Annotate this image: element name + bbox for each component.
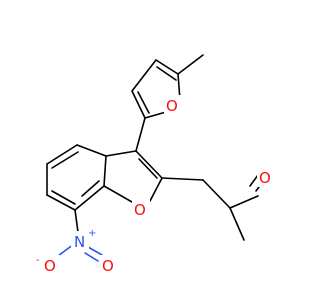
bond <box>156 66 177 81</box>
atom-label-o-benzofuran: O <box>134 201 146 219</box>
bond <box>51 151 79 169</box>
methylfuran-ring <box>131 54 204 119</box>
bond <box>177 54 204 75</box>
bond <box>81 180 100 197</box>
charge-minus: - <box>36 255 40 266</box>
charge-plus: + <box>88 228 96 239</box>
bond <box>131 59 157 92</box>
bond <box>87 246 103 256</box>
butanone-chain <box>161 174 265 241</box>
bond <box>229 207 245 241</box>
atom-label-o-furan: O <box>166 97 178 115</box>
bond <box>161 177 204 181</box>
atom-label-o-ketone: O <box>259 169 271 187</box>
bond <box>46 144 78 165</box>
bond <box>103 155 107 187</box>
benzofuran-system <box>46 144 163 211</box>
bond <box>46 194 76 211</box>
bond <box>135 117 146 152</box>
bond <box>76 144 107 157</box>
bond <box>84 252 99 262</box>
atom-labels: O O O N + O - O <box>36 95 275 275</box>
bond <box>155 59 179 75</box>
bond <box>135 150 163 179</box>
molecule-structure: O O O N + O - O <box>36 54 275 275</box>
atom-label-o-nitro-double: O <box>102 257 114 275</box>
bond <box>144 111 167 119</box>
bond <box>229 195 259 209</box>
bond <box>149 177 163 202</box>
bond <box>202 179 231 209</box>
bond <box>249 174 259 187</box>
atom-label-o-nitro-minus: O <box>44 257 56 275</box>
bond <box>74 209 79 233</box>
bond <box>105 150 137 157</box>
bond <box>103 185 133 203</box>
bond <box>131 90 146 119</box>
atom-label-n-nitro: N <box>74 233 85 251</box>
bond <box>138 158 158 179</box>
bond <box>74 185 105 211</box>
bond <box>137 91 150 114</box>
bond <box>51 190 76 205</box>
